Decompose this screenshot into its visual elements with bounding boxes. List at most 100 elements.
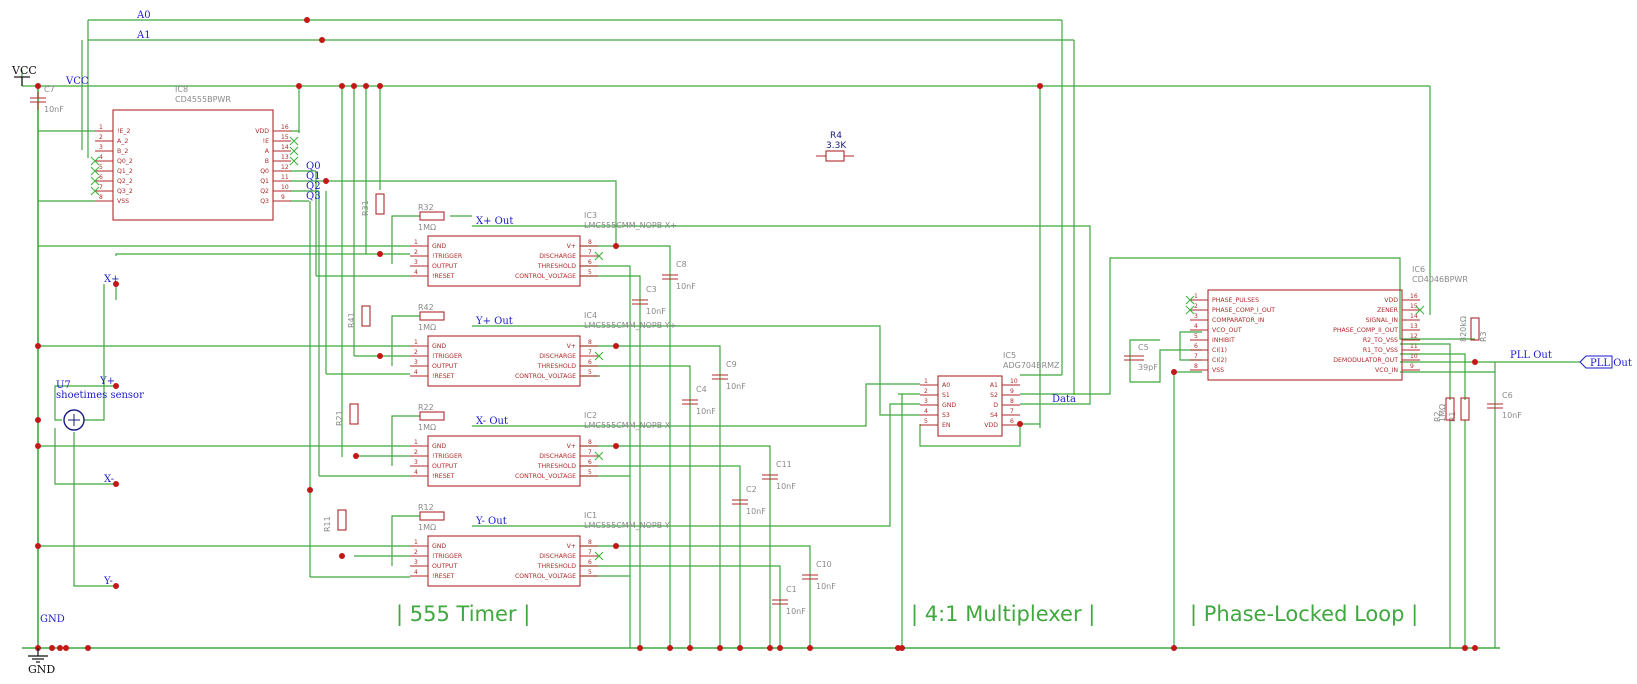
pin-number: 1 [1194,293,1198,300]
resistor-r4: R4 3.3K [816,131,854,162]
r4-value: 3.3K [826,141,847,151]
no-connect-mark [594,251,604,261]
c7-value: 10nF [44,105,64,114]
pin-label: GND [942,402,956,409]
pin-number: 7 [588,349,592,356]
c5-ref: C5 [1138,343,1149,352]
net-label-q2: Q2 [306,181,321,192]
ic-ic5-value: ADG704BRMZ [1003,361,1060,370]
resistor-r2: R2 [1433,397,1455,422]
net-label-yminus-out: Y- Out [475,516,507,527]
capacitor-value: 10nF [676,282,696,291]
pin-number: 8 [588,439,592,446]
ic-ic2-ref: IC2 [584,411,597,420]
capacitor-ref: C11 [776,460,792,469]
c5-value: 39pF [1138,363,1158,372]
pin-label: S2 [990,392,998,399]
no-connect-mark [289,156,299,166]
pin-number: 8 [588,239,592,246]
net-label-a0: A0 [136,10,151,21]
pin-label: EN [942,422,951,429]
pin-number: 6 [588,259,592,266]
u7-ref: U7 [56,380,71,391]
net-label-yplus: Y+ [99,376,115,387]
ic-ic4-value: LMC555CMM_NOPB Y+ [584,321,676,330]
resistor-r12-value: 1MΩ [418,523,436,532]
pin-label: CONTROL_VOLTAGE [515,373,576,380]
pin-number: 7 [588,549,592,556]
capacitor-ref: C9 [726,360,737,369]
pin-label: !TRIGGER [432,453,463,460]
pll-out-port: PLL Out [1570,355,1632,369]
pin-label: Q2 [260,188,269,195]
capacitor-ref: C10 [816,560,832,569]
net-label-pll-out: PLL Out [1510,350,1552,361]
pin-label: CONTROL_VOLTAGE [515,573,576,580]
pin-label: S1 [942,392,950,399]
ic-ic1-ref: IC1 [584,511,597,520]
pin-number: 3 [99,144,103,151]
pin-number: 10 [1010,378,1018,385]
pin-number: 4 [99,154,103,161]
net-label-data: Data [1052,394,1076,405]
ic-ic4-ref: IC4 [584,311,597,320]
net-label-q3: Q3 [306,191,321,202]
pin-label: V+ [567,343,576,350]
resistor-r32-ref: R32 [418,203,434,212]
pin-number: 14 [281,144,289,151]
pin-number: 12 [281,164,289,171]
resistor-r42-value: 1MΩ [418,323,436,332]
resistor-r42-ref: R42 [418,303,434,312]
pin-label: DEMODULATOR_OUT [1333,357,1398,364]
pin-number: 2 [414,249,418,256]
pin-number: 3 [414,359,418,366]
pin-number: 5 [924,418,928,425]
no-connect-mark [90,166,100,176]
capacitor-c5: C5 39pF [1124,343,1158,372]
pin-number: 13 [281,154,289,161]
pin-label: A [265,148,270,155]
pin-number: 7 [588,449,592,456]
pin-label: B_2 [117,148,128,155]
pin-label: VDD [1384,297,1398,304]
pin-label: GND [432,443,446,450]
pin-label: OUTPUT [432,463,457,470]
pin-label: OUTPUT [432,363,457,370]
ic-ic3-value: LMC555CMM_NOPB X+ [584,221,677,230]
pin-number: 7 [1194,353,1198,360]
pin-number: 3 [414,259,418,266]
c6-ref: C6 [1502,391,1513,400]
ic-ic5: IC5ADG704BRMZ1A02S13GND4S35EN10A19S28D7S… [920,351,1060,437]
capacitor-ref: C1 [786,585,797,594]
ic-ic6-value: CD4046BPWR [1412,275,1468,284]
pin-label: THRESHOLD [537,263,577,270]
pin-number: 8 [1194,363,1198,370]
pin-number: 11 [1410,343,1418,350]
pin-number: 7 [588,249,592,256]
pin-number: 6 [99,174,103,181]
ic-ic5-ref: IC5 [1003,351,1016,360]
pin-label: OUTPUT [432,263,457,270]
no-connect-mark [90,186,100,196]
resistor-r21-ref: R21 [335,410,344,426]
pin-label: COMPARATOR_IN [1212,317,1265,324]
section-title-multiplexer: | 4:1 Multiplexer | [911,602,1095,627]
capacitor-value: 10nF [696,407,716,416]
ic-ic8-ref: IC8 [175,85,188,94]
pin-number: 1 [99,124,103,131]
net-label-xminus: X- [104,474,114,485]
pin-label: Q3_2 [117,188,133,195]
pin-label: S3 [942,412,950,419]
capacitor-value: 10nF [746,507,766,516]
pin-label: PHASE_PULSES [1212,297,1259,304]
pin-label: Q0_2 [117,158,133,165]
pin-label: V+ [567,243,576,250]
pin-label: A0 [942,382,950,389]
junctions [35,17,1478,651]
resistor-r22-ref: R22 [418,403,434,412]
